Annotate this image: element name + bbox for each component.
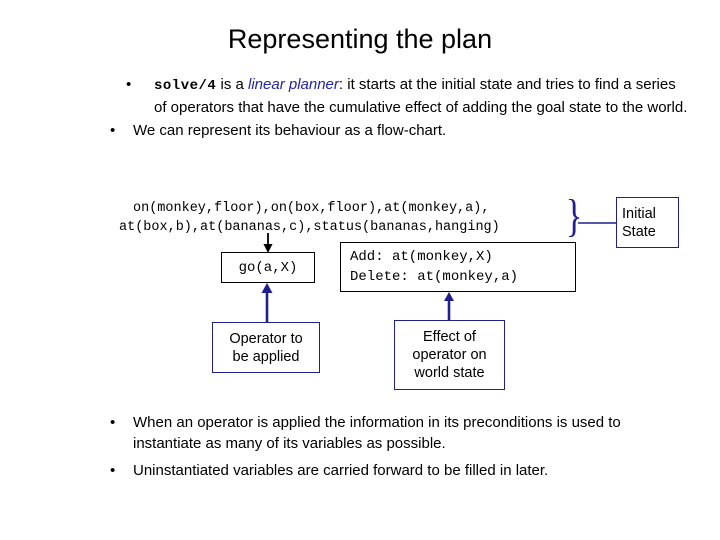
box-initial-state-line-2: State bbox=[622, 223, 656, 240]
box-initial-state-line-1: Initial bbox=[622, 205, 656, 222]
list-item: • solve/4 is a linear planner: it starts… bbox=[122, 74, 688, 118]
box-delete-line: Delete: at(monkey,a) bbox=[350, 269, 519, 285]
emphasis-linear-planner: linear planner bbox=[248, 76, 339, 93]
bullet-text: When an operator is applied the informat… bbox=[133, 414, 621, 452]
curly-brace-icon: } bbox=[565, 190, 583, 241]
bullet-text-part: is a bbox=[216, 76, 248, 93]
bullet-text: Uninstantiated variables are carried for… bbox=[133, 462, 549, 479]
bullet-marker-icon: • bbox=[110, 122, 116, 139]
box-operator-caption-line-1: Operator to bbox=[229, 330, 303, 347]
box-operator-goax: go(a,X) bbox=[221, 252, 315, 283]
list-item: • Uninstantiated variables are carried f… bbox=[110, 460, 692, 481]
box-effect-caption-line-1: Effect of bbox=[423, 329, 476, 345]
list-item: • When an operator is applied the inform… bbox=[110, 412, 692, 454]
bullet-marker-icon: • bbox=[110, 414, 116, 431]
arrowhead-up-icon bbox=[444, 292, 454, 301]
box-effect-caption-line-3: world state bbox=[414, 365, 485, 381]
box-add-line: Add: at(monkey,X) bbox=[350, 249, 493, 265]
box-operator-caption: Operator to be applied bbox=[212, 322, 320, 373]
box-operator-goax-label: go(a,X) bbox=[238, 259, 298, 276]
box-add-delete: Add: at(monkey,X) Delete: at(monkey,a) bbox=[340, 242, 576, 292]
top-bullet-list: • solve/4 is a linear planner: it starts… bbox=[110, 74, 688, 141]
bullet-marker-icon: • bbox=[110, 462, 116, 479]
box-effect-caption-line-2: operator on bbox=[412, 347, 487, 363]
initial-state-text-line-1: on(monkey,floor),on(box,floor),at(monkey… bbox=[133, 201, 490, 216]
list-item: • We can represent its behaviour as a fl… bbox=[110, 120, 688, 141]
arrowhead-down-icon bbox=[263, 244, 273, 253]
initial-state-text-line-2: at(box,b),at(bananas,c),status(bananas,h… bbox=[119, 220, 500, 235]
bullet-marker-icon: • bbox=[126, 76, 132, 93]
box-effect-caption: Effect of operator on world state bbox=[394, 320, 505, 390]
arrowhead-up-icon bbox=[261, 283, 273, 293]
bullet-text-part: : it starts at the initial state and tri… bbox=[154, 76, 688, 116]
box-initial-state: Initial State bbox=[616, 197, 679, 248]
page-title: Representing the plan bbox=[227, 24, 493, 54]
code-token-solve4: solve/4 bbox=[154, 78, 217, 94]
bottom-bullet-list: • When an operator is applied the inform… bbox=[110, 412, 692, 481]
bullet-text: We can represent its behaviour as a flow… bbox=[133, 122, 447, 139]
bullet-text: solve/4 is a linear planner: it starts a… bbox=[122, 74, 688, 118]
box-operator-caption-line-2: be applied bbox=[232, 348, 300, 365]
